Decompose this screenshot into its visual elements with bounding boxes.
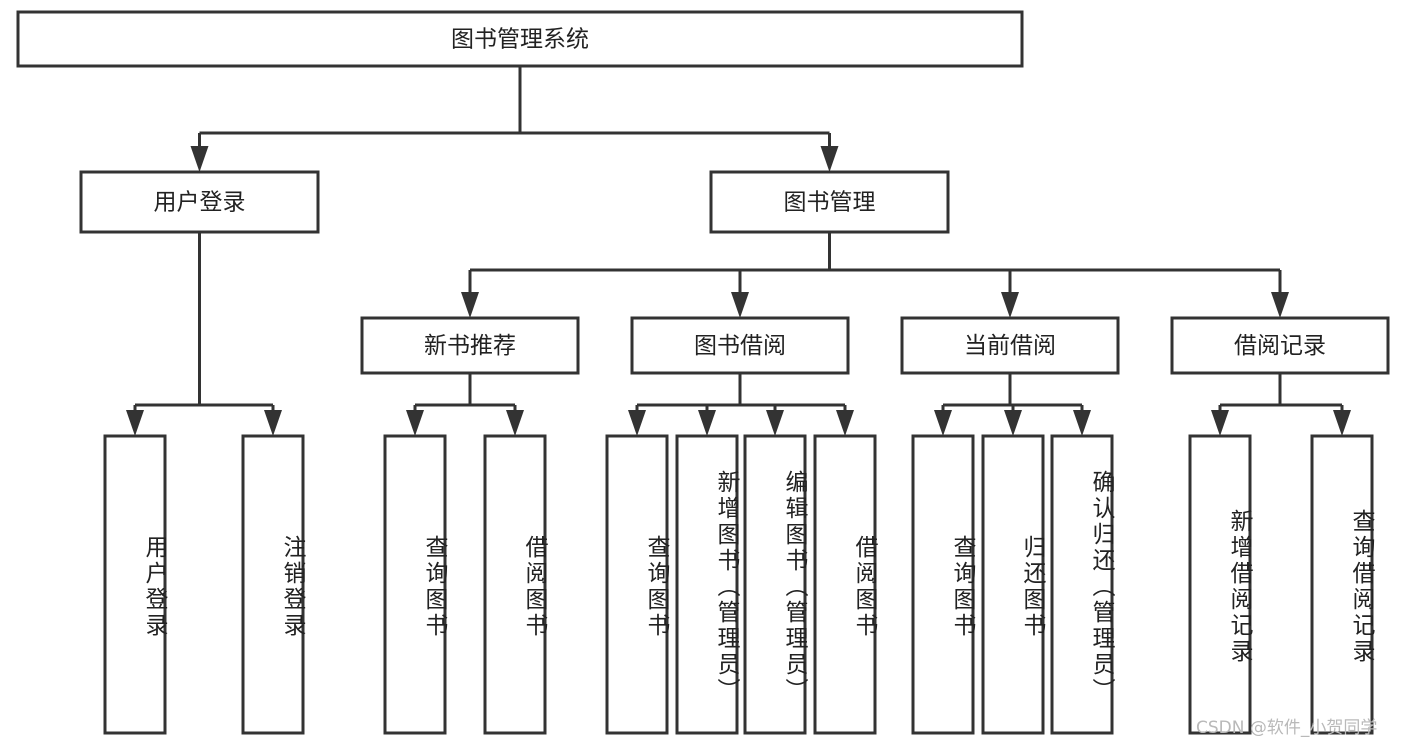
arrow-head-icon: [934, 410, 952, 436]
leaf-node-box[interactable]: [813, 434, 877, 735]
arrow-head-icon: [126, 410, 144, 436]
level1-node-label: 图书管理: [784, 190, 876, 216]
leaf-node-box[interactable]: [383, 434, 447, 735]
arrow-head-icon: [698, 410, 716, 436]
level2-node-label: 借阅记录: [1234, 333, 1326, 359]
level1-node-box[interactable]: [79, 170, 320, 234]
csdn-watermark: CSDN @软件_小贺同学: [1196, 718, 1378, 738]
level2-node-label: 图书借阅: [694, 333, 786, 359]
arrow-head-icon: [766, 410, 784, 436]
arrow-head-icon: [1333, 410, 1351, 436]
level2-node-box[interactable]: [630, 316, 850, 375]
root-node-box[interactable]: [16, 10, 1024, 68]
level1-node-label: 用户登录: [154, 190, 246, 216]
level2-node-label: 当前借阅: [964, 333, 1056, 359]
arrow-head-icon: [1004, 410, 1022, 436]
arrow-head-icon: [506, 410, 524, 436]
level1-node-box[interactable]: [709, 170, 950, 234]
arrow-head-icon: [820, 146, 839, 172]
arrow-head-icon: [264, 410, 282, 436]
arrow-head-icon: [731, 292, 749, 318]
leaf-node-box[interactable]: [1050, 434, 1114, 735]
connector-group: [126, 66, 1351, 436]
node-box-group: [16, 10, 1390, 735]
leaf-node-box[interactable]: [1310, 434, 1374, 735]
leaf-node-box[interactable]: [981, 434, 1045, 735]
leaf-node-box[interactable]: [241, 434, 305, 735]
arrow-head-icon: [190, 146, 209, 172]
arrow-head-icon: [836, 410, 854, 436]
leaf-node-box[interactable]: [743, 434, 807, 735]
level2-node-box[interactable]: [900, 316, 1120, 375]
arrow-head-icon: [1271, 292, 1289, 318]
arrow-head-icon: [1073, 410, 1091, 436]
leaf-node-box[interactable]: [605, 434, 669, 735]
leaf-node-box[interactable]: [483, 434, 547, 735]
leaf-node-box[interactable]: [103, 434, 167, 735]
arrow-head-icon: [1211, 410, 1229, 436]
leaf-node-box[interactable]: [1188, 434, 1252, 735]
root-node-label: 图书管理系统: [451, 27, 589, 53]
arrow-head-icon: [1001, 292, 1019, 318]
arrow-head-icon: [628, 410, 646, 436]
level2-node-box[interactable]: [360, 316, 580, 375]
arrow-head-icon: [406, 410, 424, 436]
leaf-node-box[interactable]: [675, 434, 739, 735]
level2-node-box[interactable]: [1170, 316, 1390, 375]
leaf-node-box[interactable]: [911, 434, 975, 735]
level2-node-label: 新书推荐: [424, 333, 516, 359]
arrow-head-icon: [461, 292, 479, 318]
